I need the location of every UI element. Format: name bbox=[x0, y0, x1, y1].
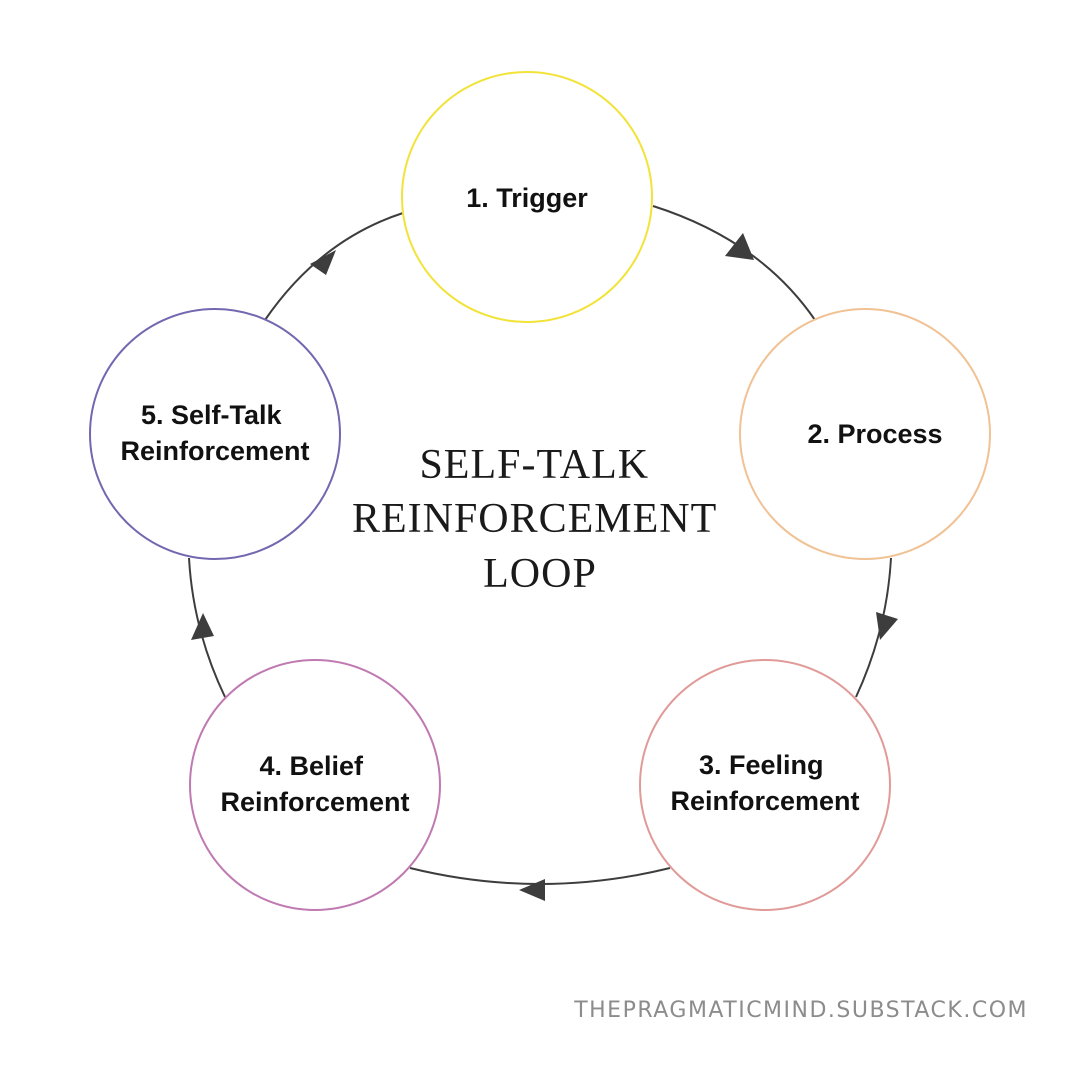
footer-url: THEPRAGMATICMIND.SUBSTACK.COM bbox=[574, 998, 1028, 1023]
arrow-to-trigger-icon bbox=[310, 250, 336, 275]
node-trigger-label: 1. Trigger bbox=[466, 183, 588, 213]
node-belief-label-line-2: Reinforcement bbox=[220, 787, 409, 817]
node-belief: 4. Belief Reinforcement bbox=[189, 659, 441, 911]
arrow-to-belief-icon bbox=[519, 879, 545, 901]
node-feeling-label: 3. Feeling Reinforcement bbox=[670, 750, 859, 816]
node-belief-label: 4. Belief Reinforcement bbox=[220, 751, 409, 817]
center-title-line-3: LOOP bbox=[483, 551, 597, 597]
node-feeling-label-line-2: Reinforcement bbox=[670, 786, 859, 816]
arrowheads bbox=[191, 233, 898, 901]
arrow-to-process-icon bbox=[725, 233, 754, 260]
node-trigger: 1. Trigger bbox=[401, 71, 653, 323]
center-title-line-2: REINFORCEMENT bbox=[352, 496, 717, 542]
node-process: 2. Process bbox=[739, 308, 991, 560]
node-belief-label-line-1: 4. Belief bbox=[259, 751, 364, 781]
node-trigger-circle bbox=[401, 71, 653, 323]
connector-trigger-to-process bbox=[652, 205, 816, 321]
node-belief-circle bbox=[189, 659, 441, 911]
node-feeling: 3. Feeling Reinforcement bbox=[639, 659, 891, 911]
node-feeling-label-line-1: 3. Feeling bbox=[699, 750, 824, 780]
node-process-label-line-1: 2. Process bbox=[807, 419, 942, 449]
node-self-talk-label-line-1: 5. Self-Talk bbox=[141, 400, 283, 430]
node-self-talk: 5. Self-Talk Reinforcement bbox=[89, 308, 341, 560]
center-title: SELF-TALK REINFORCEMENT LOOP bbox=[352, 442, 728, 597]
node-process-label: 2. Process bbox=[807, 419, 942, 449]
connector-self-talk-to-trigger bbox=[264, 212, 404, 321]
node-process-circle bbox=[739, 308, 991, 560]
node-self-talk-label-line-2: Reinforcement bbox=[120, 436, 309, 466]
arrow-to-feeling-icon bbox=[876, 612, 898, 640]
node-feeling-circle bbox=[639, 659, 891, 911]
node-self-talk-label: 5. Self-Talk Reinforcement bbox=[120, 400, 309, 466]
center-title-line-1: SELF-TALK bbox=[419, 442, 649, 488]
node-self-talk-circle bbox=[89, 308, 341, 560]
node-trigger-label-line-1: 1. Trigger bbox=[466, 183, 588, 213]
arrow-to-self-talk-icon bbox=[191, 613, 214, 640]
